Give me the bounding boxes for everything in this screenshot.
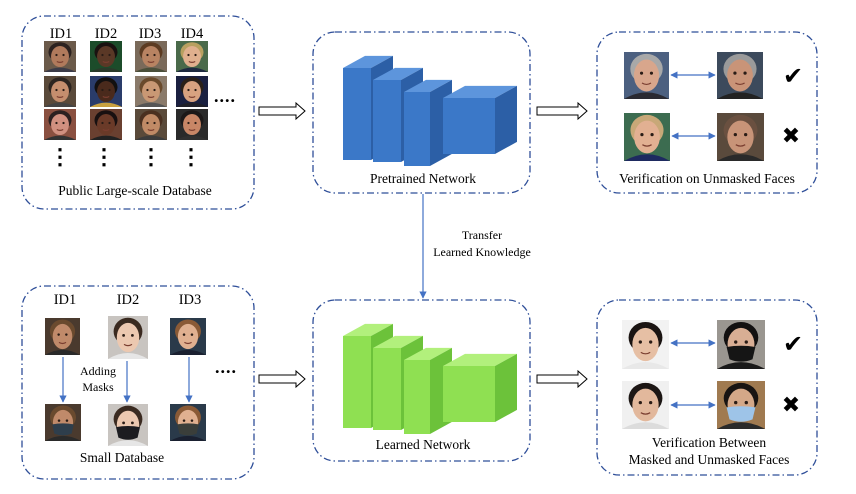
verification-unmasked-pairs: ✔✖ [624,52,803,161]
face-photo [717,381,765,429]
small-id-label: ID1 [54,292,77,308]
top-database-ellipsis: .... [214,86,236,106]
top-database-caption: Public Large-scale Database [58,183,211,198]
network-layer [443,85,517,154]
top-database-face-grid [44,41,208,140]
face-photo [90,41,122,72]
face-photo [176,109,208,140]
vertical-dots: ⋮ [93,144,115,169]
transfer-label-line2: Learned Knowledge [433,245,531,259]
face-photo [717,320,765,369]
verification-masked-caption-line2: Masked and Unmasked Faces [629,452,790,467]
small-database-id-labels: ID1 ID2 ID3 [54,292,202,308]
learned-network-caption: Learned Network [376,437,471,452]
face-photo [622,381,669,429]
learned-network-layers [343,323,517,434]
adding-masks-line2: Masks [82,380,114,394]
hollow-arrow [258,369,306,389]
cross-mark: ✖ [782,393,800,418]
pretrained-network-layers [343,55,517,166]
panel-pretrained-network [312,31,531,194]
panel-learned-network [312,299,531,462]
network-layer [443,353,517,422]
panel-verification-unmasked [596,31,818,194]
face-photo [135,41,167,72]
top-database-id-labels: ID1 ID2 ID3 ID4 [50,26,204,42]
small-database-caption: Small Database [80,450,164,465]
face-photo [624,52,669,99]
top-id-label: ID2 [95,26,118,42]
transfer-label-line1: Transfer [462,228,502,242]
verification-unmasked-caption: Verification on Unmasked Faces [619,171,795,186]
pretrained-network-caption: Pretrained Network [370,171,476,186]
face-photo [90,76,122,107]
flow-arrows [258,101,588,389]
hollow-arrow [536,369,588,389]
top-id-label: ID1 [50,26,73,42]
face-photo [624,113,670,161]
top-database-vertical-dots: ⋮ ⋮ ⋮ ⋮ [49,144,202,169]
face-photo [44,41,76,72]
top-id-label: ID4 [181,26,204,42]
face-photo [176,41,208,72]
face-photo [622,320,669,369]
vertical-dots: ⋮ [49,144,71,169]
verification-masked-caption-line1: Verification Between [652,435,767,450]
check-mark: ✔ [783,330,803,358]
panel-public-database [21,15,255,210]
face-photo [135,76,167,107]
hollow-arrow [258,101,306,121]
small-id-label: ID3 [179,292,202,308]
face-photo [44,76,76,107]
face-photo [717,52,763,99]
small-database-ellipsis: .... [215,357,237,377]
vertical-dots: ⋮ [180,144,202,169]
face-photo [135,109,167,140]
face-photo [717,113,764,161]
small-database-faces [45,316,206,446]
masked-face-photo [108,404,148,446]
face-photo [176,76,208,107]
adding-masks-line1: Adding [80,364,116,378]
masked-face-photo [170,404,206,441]
masked-face-photo [45,404,81,441]
panel-verification-masked [596,299,818,476]
top-id-label: ID3 [139,26,162,42]
cross-mark: ✖ [782,124,800,149]
vertical-dots: ⋮ [140,144,162,169]
verification-masked-pairs: ✔✖ [622,320,803,429]
face-photo [44,109,76,140]
hollow-arrow [536,101,588,121]
check-mark: ✔ [783,62,803,90]
small-id-label: ID2 [117,292,140,308]
face-photo [90,109,122,140]
panel-small-database [21,285,255,480]
face-photo [108,316,148,359]
face-photo [170,318,206,355]
face-photo [45,318,80,355]
